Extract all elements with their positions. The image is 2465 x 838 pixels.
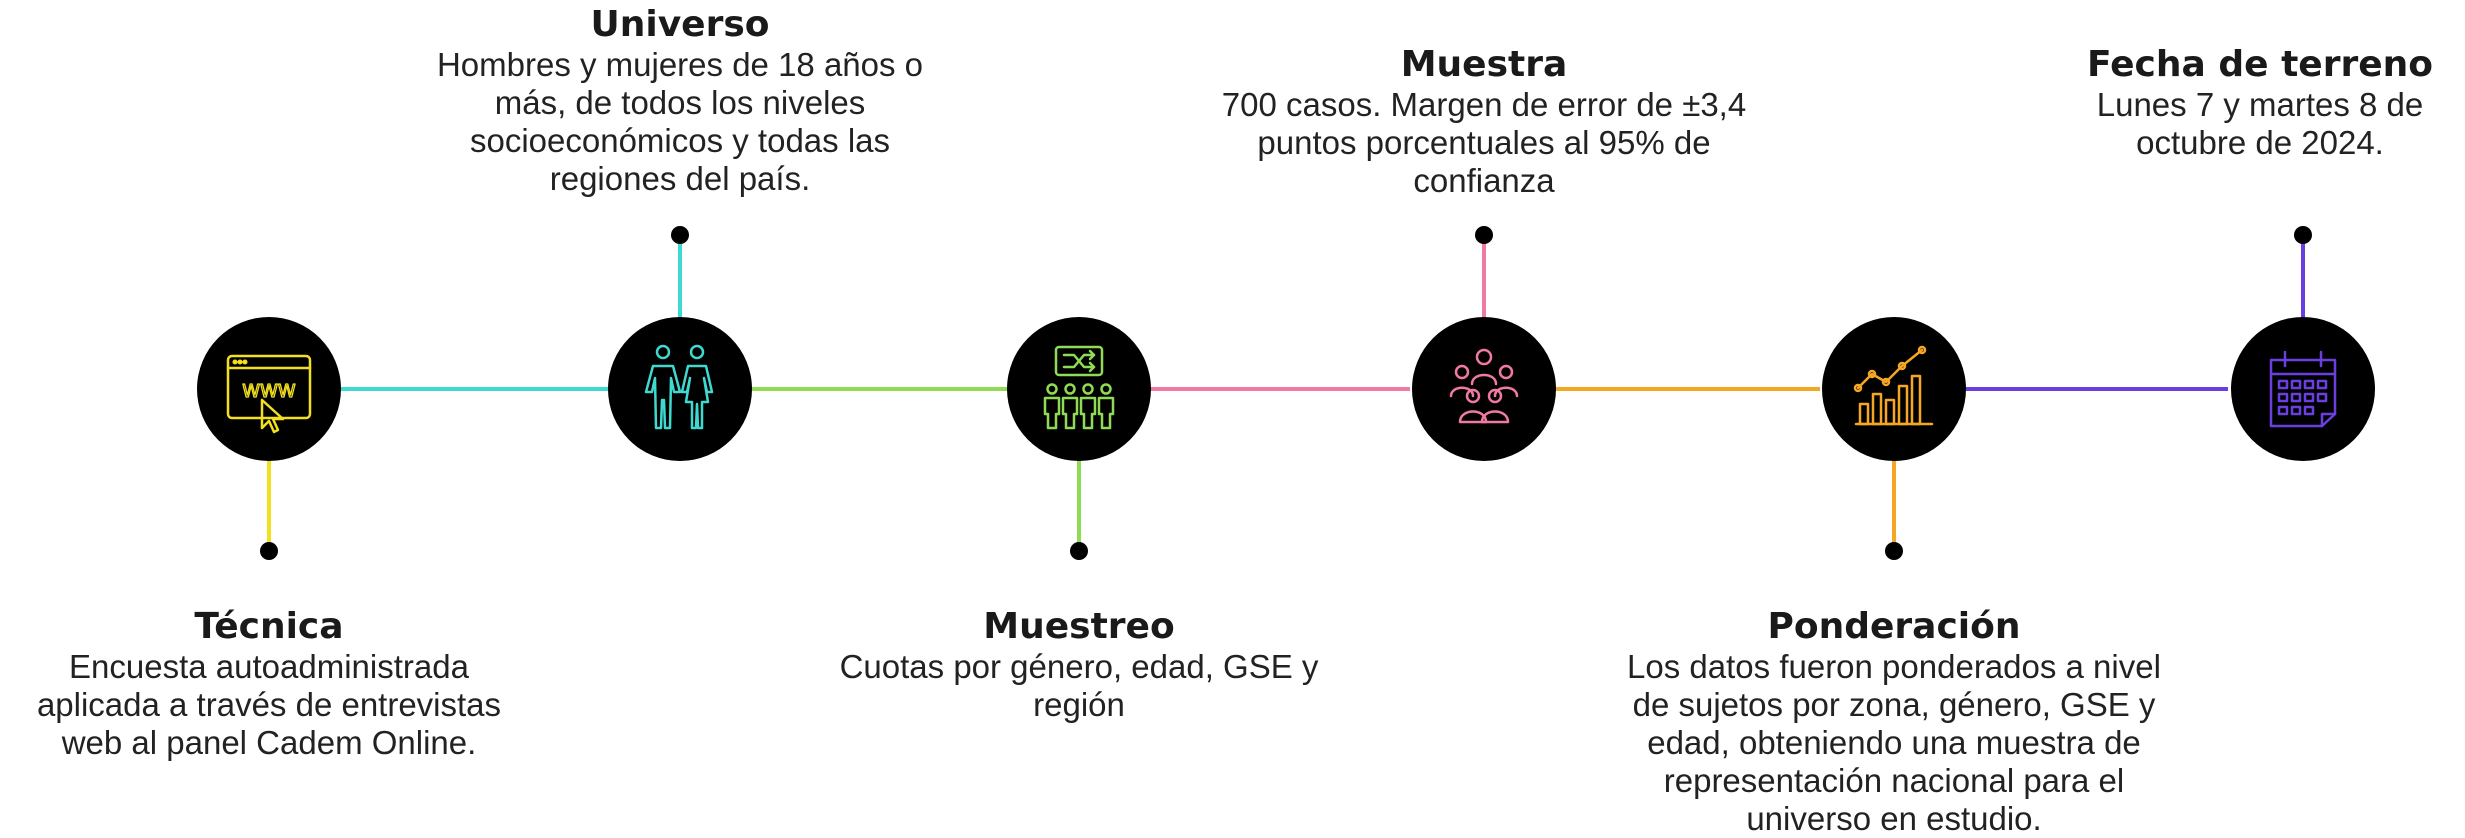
- step-description-line: octubre de 2024.: [2136, 124, 2384, 161]
- step-description-line: regiones del país.: [549, 160, 811, 197]
- bar-chart-trend-icon: [1853, 345, 1934, 426]
- step-description-line: de sujetos por zona, género, GSE y: [1632, 686, 2156, 723]
- step-title: Muestra: [1400, 44, 1568, 85]
- node-tecnica: [197, 317, 341, 461]
- step-description-line: socioeconómicos y todas las: [469, 122, 891, 159]
- people-shuffle-icon: [1043, 345, 1115, 430]
- step-title: Fecha de terreno: [2087, 44, 2433, 85]
- step-description-line: Hombres y mujeres de 18 años o: [436, 46, 924, 83]
- web-browser-cursor-icon: WWW: [226, 354, 312, 434]
- calendar-icon: [2269, 350, 2337, 428]
- step-description-line: Cuotas por género, edad, GSE y: [839, 648, 1319, 685]
- step-muestra: Muestra 700 casos. Margen de error de ±3…: [1184, 44, 1784, 200]
- step-description-line: más, de todos los niveles: [494, 84, 866, 121]
- step-title: Muestreo: [983, 606, 1175, 647]
- step-description-line: puntos porcentuales al 95% de: [1257, 124, 1711, 161]
- dot-tecnica: [260, 542, 278, 560]
- dot-fecha: [2294, 226, 2312, 244]
- group-people-icon: [1449, 348, 1519, 424]
- node-fecha: [2231, 317, 2375, 461]
- step-description-line: región: [1033, 686, 1125, 723]
- dot-ponderacion: [1885, 542, 1903, 560]
- node-muestra: [1412, 317, 1556, 461]
- step-ponderacion: Ponderación Los datos fueron ponderados …: [1574, 606, 2214, 838]
- dot-universo: [671, 226, 689, 244]
- step-description-line: Encuesta autoadministrada: [69, 648, 469, 685]
- step-description-line: aplicada a través de entrevistas: [36, 686, 502, 723]
- dot-muestreo: [1070, 542, 1088, 560]
- step-title: Universo: [590, 4, 770, 45]
- step-description-line: Los datos fueron ponderados a nivel: [1627, 648, 2161, 685]
- node-ponderacion: [1822, 317, 1966, 461]
- step-tecnica: Técnica Encuesta autoadministrada aplica…: [0, 606, 538, 762]
- step-title: Técnica: [194, 606, 344, 647]
- step-description-line: representación nacional para el: [1663, 762, 2125, 799]
- step-description-line: universo en estudio.: [1746, 800, 2042, 837]
- step-description-line: 700 casos. Margen de error de ±3,4: [1221, 86, 1747, 123]
- step-universo: Universo Hombres y mujeres de 18 años o …: [400, 4, 960, 198]
- step-description-line: web al panel Cadem Online.: [61, 724, 477, 761]
- step-title: Ponderación: [1767, 606, 2021, 647]
- step-fecha-de-terreno: Fecha de terreno Lunes 7 y martes 8 de o…: [2055, 44, 2465, 162]
- man-woman-icon: [644, 344, 714, 430]
- step-muestreo: Muestreo Cuotas por género, edad, GSE y …: [800, 606, 1358, 724]
- step-description-line: edad, obteniendo una muestra de: [1647, 724, 2141, 761]
- node-muestreo: [1007, 317, 1151, 461]
- svg-text:WWW: WWW: [242, 381, 296, 402]
- dot-muestra: [1475, 226, 1493, 244]
- step-description-line: Lunes 7 y martes 8 de: [2096, 86, 2424, 123]
- step-description-line: confianza: [1413, 162, 1555, 199]
